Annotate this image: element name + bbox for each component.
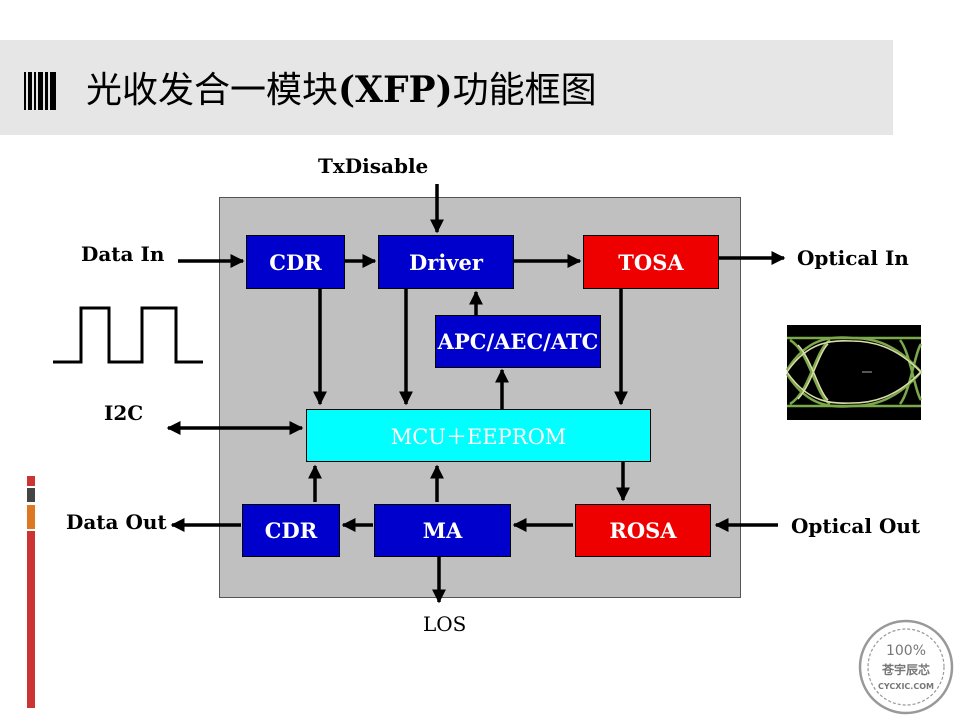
optical-out-label: Optical Out xyxy=(791,514,921,538)
cdr-tx-block: CDR xyxy=(246,235,345,289)
eye-diagram-icon xyxy=(785,325,923,420)
title-banner xyxy=(0,40,893,135)
watermark-stamp: 100% 苍宇辰芯 CYCXIC.COM xyxy=(858,619,954,715)
tosa-block: TOSA xyxy=(583,235,719,289)
optical-in-label: Optical In xyxy=(797,246,909,270)
data-out-label: Data Out xyxy=(66,510,167,534)
stamp-url: CYCXIC.COM xyxy=(878,682,934,691)
decorative-side-bar xyxy=(27,476,35,708)
i2c-label: I2C xyxy=(104,401,144,425)
title-cn-prefix: 光收发合一模块 xyxy=(86,70,339,111)
title-latin: (XFP) xyxy=(338,69,453,111)
stamp-cn: 苍宇辰芯 xyxy=(881,662,930,677)
cdr-rx-block: CDR xyxy=(242,504,340,557)
driver-block: Driver xyxy=(378,235,514,289)
square-wave-icon xyxy=(53,306,203,364)
los-label: LOS xyxy=(423,612,467,636)
ma-block: MA xyxy=(374,504,511,557)
data-in-label: Data In xyxy=(81,242,165,266)
txdisable-label: TxDisable xyxy=(318,154,429,178)
title-cn-suffix: 功能框图 xyxy=(452,70,597,111)
stamp-percent: 100% xyxy=(886,643,926,659)
page-title: 光收发合一模块(XFP)功能框图 xyxy=(86,60,597,120)
rosa-block: ROSA xyxy=(575,504,711,557)
barcode-icon xyxy=(24,72,58,110)
mcu-eeprom-block: MCU＋EEPROM xyxy=(306,409,651,462)
apc-aec-atc-block: APC/AEC/ATC xyxy=(435,315,601,368)
